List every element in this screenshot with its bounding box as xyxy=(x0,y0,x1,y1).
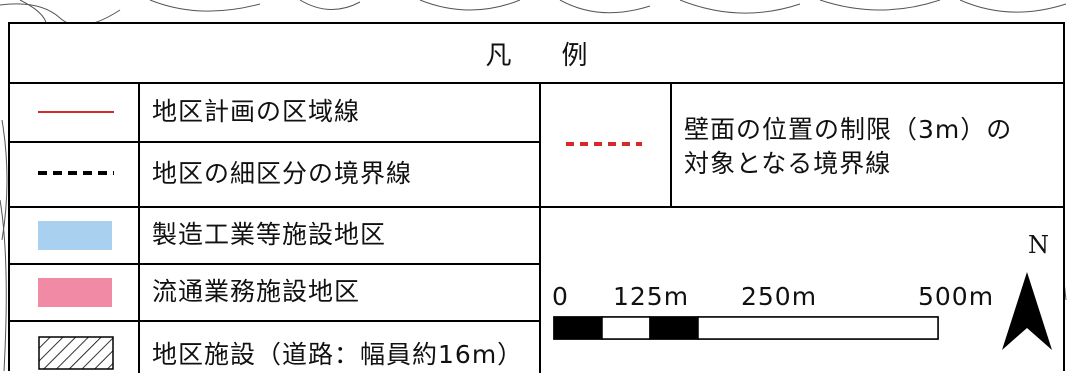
legend-label-distribution-district: 流通業務施設地区 xyxy=(152,277,361,306)
scale-bar-segment xyxy=(649,316,699,340)
distribution-district-swatch xyxy=(38,278,112,307)
district-plan-boundary-symbol xyxy=(38,111,114,113)
map-legend: 凡 例 地区計画の区域線 地区の細区分の境界線 製造工業等施設地区 流通業務施設… xyxy=(8,22,1065,373)
legend-label-district-plan-boundary: 地区計画の区域線 xyxy=(152,97,361,126)
scale-bar-segment xyxy=(601,316,651,340)
divider xyxy=(10,206,1063,208)
scale-label-500m: 500m xyxy=(918,282,995,311)
scale-bar-segment xyxy=(553,316,603,340)
wall-limit-boundary-symbol xyxy=(566,142,642,146)
divider xyxy=(138,82,140,373)
scale-bar-segment xyxy=(697,316,939,340)
divider xyxy=(10,82,1063,84)
legend-label-subdivision-boundary: 地区の細区分の境界線 xyxy=(152,159,413,188)
district-facility-road-symbol xyxy=(38,336,114,370)
legend-title-char-1: 凡 xyxy=(485,40,512,71)
manufacturing-district-swatch xyxy=(38,221,112,250)
divider xyxy=(10,320,541,322)
divider xyxy=(10,141,541,143)
north-arrow-icon xyxy=(1002,272,1052,350)
scale-label-250m: 250m xyxy=(741,282,818,311)
legend-title-char-2: 例 xyxy=(561,40,588,71)
divider xyxy=(670,82,672,206)
north-label: N xyxy=(1028,231,1050,259)
scale-bar xyxy=(553,316,939,340)
legend-label-wall-limit-line2: 対象となる境界線 xyxy=(684,149,892,178)
legend-title: 凡 例 xyxy=(10,24,1063,82)
legend-label-district-facility-road: 地区施設（道路：幅員約16m） xyxy=(152,340,524,369)
scale-label-125m: 125m xyxy=(613,282,690,311)
subdivision-boundary-symbol xyxy=(38,171,114,175)
divider xyxy=(10,263,541,265)
divider xyxy=(539,82,541,373)
legend-label-wall-limit-line1: 壁面の位置の制限（3m）の xyxy=(684,115,1013,144)
legend-label-manufacturing-district: 製造工業等施設地区 xyxy=(152,220,387,249)
scale-label-0: 0 xyxy=(552,282,569,311)
